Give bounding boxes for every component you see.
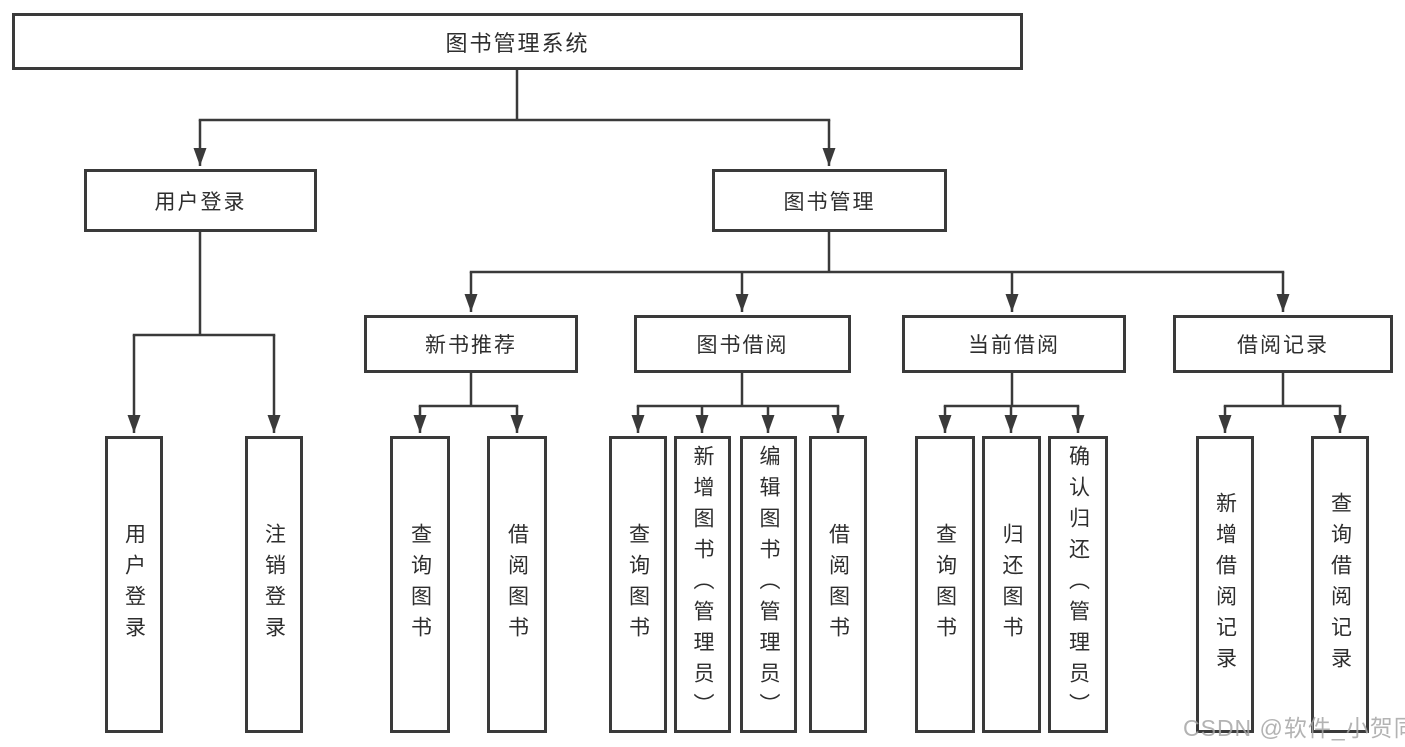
leaf-label: 查询图书 (408, 522, 432, 647)
csdn-watermark: CSDN @软件_小贺同学 (1183, 715, 1405, 741)
node-book-borrowing: 图书借阅 (634, 315, 851, 373)
leaf-edit-books-admin: 编辑图书（管理员） (740, 436, 797, 733)
leaf-label: 借阅图书 (826, 522, 850, 647)
leaf-label: 借阅图书 (505, 522, 529, 647)
leaf-query-books-recommend: 查询图书 (390, 436, 450, 733)
leaf-query-books-borrow: 查询图书 (609, 436, 667, 733)
leaf-user-login: 用户登录 (105, 436, 163, 733)
leaf-borrow-books: 借阅图书 (809, 436, 867, 733)
leaf-label: 归还图书 (1000, 522, 1023, 647)
leaf-borrow-books-recommend: 借阅图书 (487, 436, 547, 733)
leaf-label: 编辑图书（管理员） (757, 445, 780, 724)
leaf-label: 注销登录 (262, 522, 286, 647)
node-book-management: 图书管理 (712, 169, 947, 232)
node-new-book-recommend: 新书推荐 (364, 315, 578, 373)
leaf-logout: 注销登录 (245, 436, 303, 733)
leaf-label: 查询图书 (626, 522, 650, 647)
node-current-borrowing: 当前借阅 (902, 315, 1126, 373)
leaf-label: 查询借阅记录 (1328, 491, 1352, 678)
node-user-login: 用户登录 (84, 169, 317, 232)
leaf-label: 确认归还（管理员） (1066, 445, 1090, 724)
leaf-add-books-admin: 新增图书（管理员） (674, 436, 731, 733)
node-library-management-system: 图书管理系统 (12, 13, 1023, 70)
leaf-confirm-return-admin: 确认归还（管理员） (1048, 436, 1108, 733)
leaf-label: 新增图书（管理员） (691, 445, 714, 724)
leaf-label: 用户登录 (122, 522, 146, 647)
leaf-query-borrow-record: 查询借阅记录 (1311, 436, 1369, 733)
leaf-return-books: 归还图书 (982, 436, 1041, 733)
leaf-add-borrow-record: 新增借阅记录 (1196, 436, 1254, 733)
leaf-query-books-current: 查询图书 (915, 436, 975, 733)
leaf-label: 新增借阅记录 (1213, 491, 1237, 678)
leaf-label: 查询图书 (933, 522, 957, 647)
node-borrowing-records: 借阅记录 (1173, 315, 1393, 373)
